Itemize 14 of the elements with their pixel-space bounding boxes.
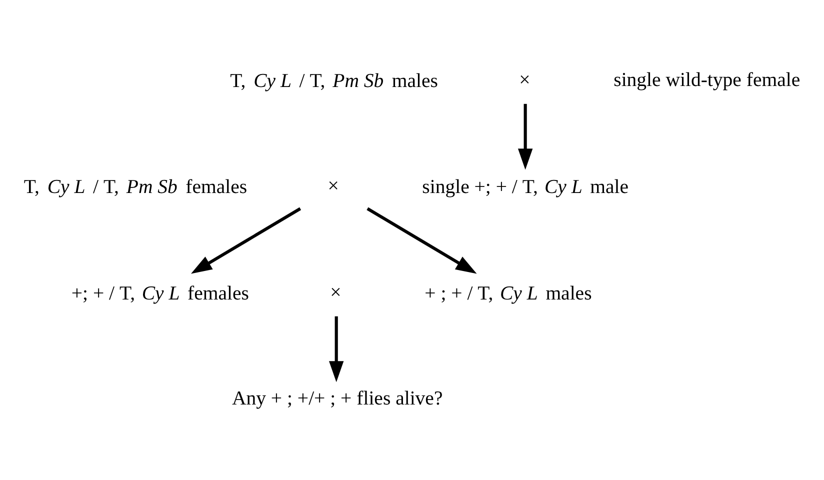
node-text: × <box>330 280 342 303</box>
node-text: × <box>519 68 530 90</box>
node-text: T, Cy L / T, Pm Sb females <box>24 176 248 198</box>
node-text: +; + / T, Cy L females <box>71 282 249 304</box>
node-text: single +; + / T, Cy L male <box>422 176 629 198</box>
node-text: T, Cy L / T, Pm Sb males <box>230 69 438 92</box>
node-text: single wild-type female <box>614 68 800 90</box>
arrow <box>328 316 344 382</box>
node-text: + ; + / T, Cy L males <box>424 282 592 304</box>
node-text: Any + ; +/+ ; + flies alive? <box>232 387 443 410</box>
arrow <box>190 206 302 274</box>
node-text: × <box>328 174 339 197</box>
arrow <box>366 206 477 274</box>
arrow <box>518 103 533 170</box>
